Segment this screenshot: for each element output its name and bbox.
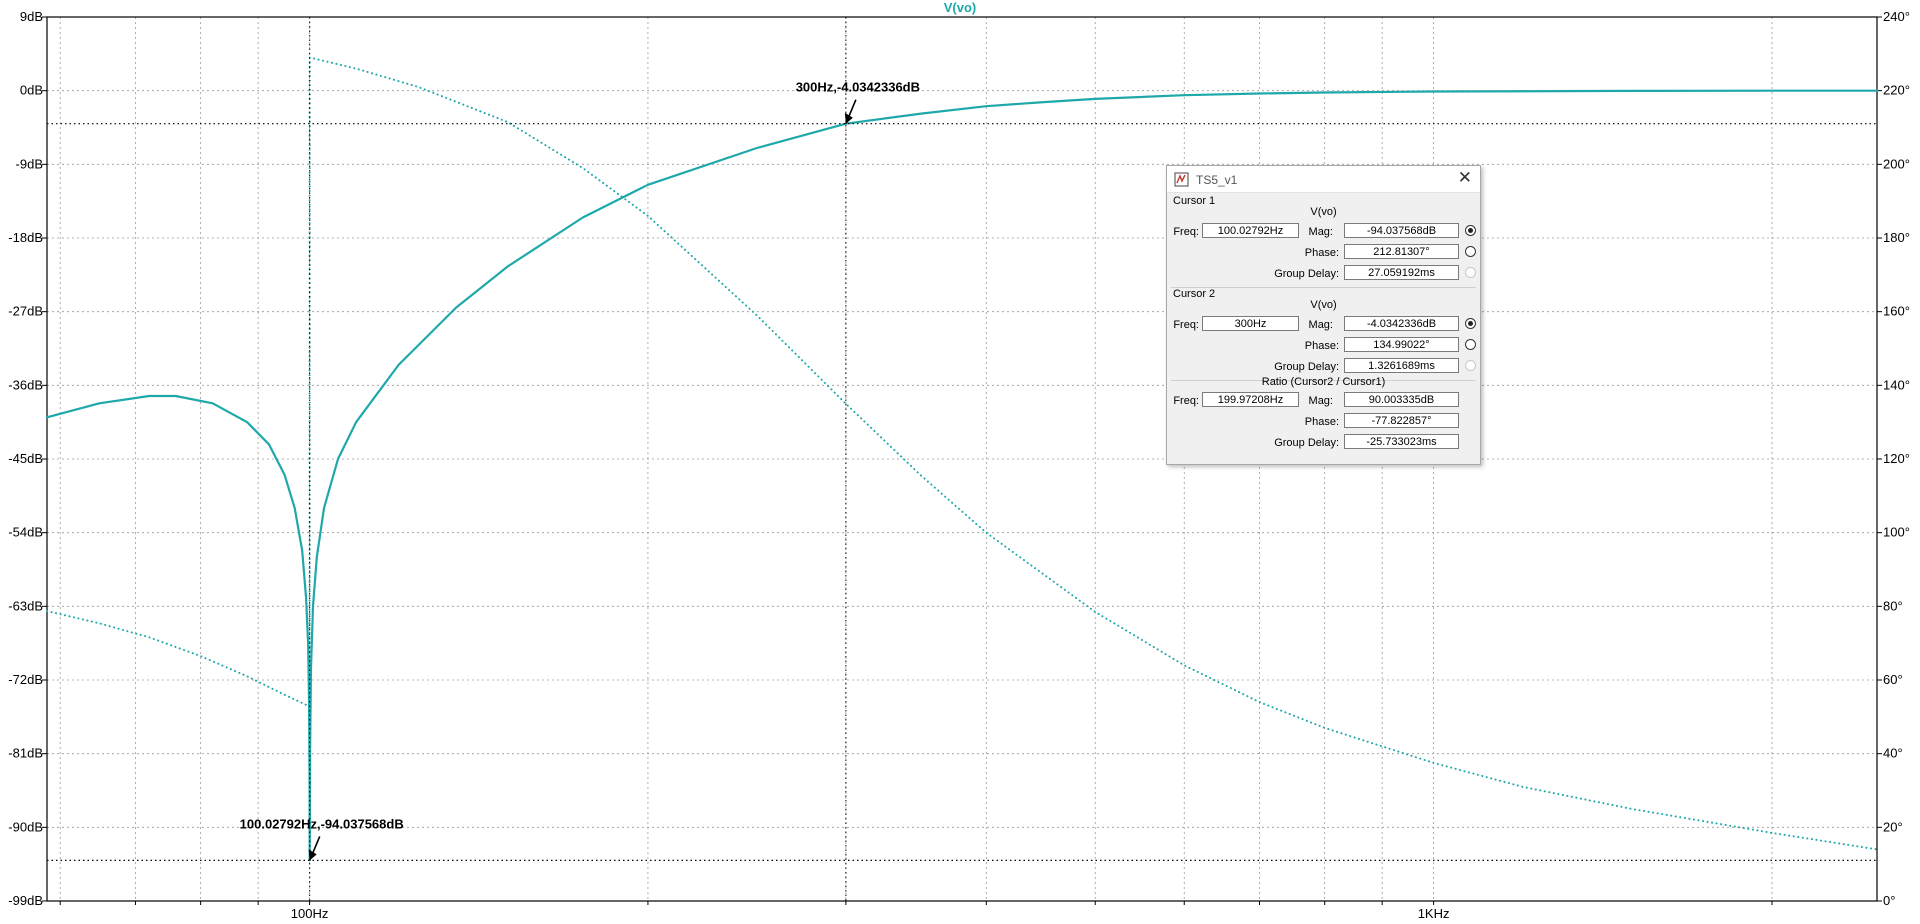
- y-left-tick-label: 0dB: [20, 83, 43, 98]
- y-left-tick-label: -54dB: [8, 525, 43, 540]
- y-right-tick-label: 100°: [1883, 525, 1910, 540]
- magnitude-trace: [45, 89, 1879, 862]
- y-left-tick-label: -63dB: [8, 598, 43, 613]
- cursor2-phase-field[interactable]: 134.99022°: [1344, 337, 1459, 352]
- y-left-tick-label: -9dB: [16, 156, 43, 171]
- section-divider: [1171, 287, 1476, 288]
- ratio-freq-field[interactable]: 199.97208Hz: [1202, 392, 1299, 407]
- cursor2-gd-field[interactable]: 1.3261689ms: [1344, 358, 1459, 373]
- close-icon[interactable]: ✕: [1457, 168, 1472, 187]
- cursor-arrowhead: [844, 112, 853, 124]
- y-left-tick-label: -27dB: [8, 304, 43, 319]
- y-right-tick-label: 200°: [1883, 156, 1910, 171]
- cursor1-freq-field[interactable]: 100.02792Hz: [1202, 223, 1299, 238]
- y-left-tick-label: -81dB: [8, 746, 43, 761]
- ratio-mag-label: Mag:: [1308, 395, 1333, 407]
- cursor1-mag-radio[interactable]: [1465, 225, 1476, 236]
- y-right-tick-label: 20°: [1883, 819, 1903, 834]
- window-title: TS5_v1: [1196, 173, 1238, 187]
- ltspice-app-icon: [1174, 172, 1189, 187]
- cursor-arrowhead: [308, 849, 317, 861]
- window-titlebar[interactable]: TS5_v1 ✕: [1167, 166, 1480, 193]
- cursor1-mag-label: Mag:: [1308, 226, 1333, 238]
- y-right-tick-label: 240°: [1883, 9, 1910, 24]
- cursor1-group-label: Cursor 1: [1173, 195, 1216, 207]
- x-tick-label: 100Hz: [291, 906, 329, 921]
- y-left-tick-label: -90dB: [8, 819, 43, 834]
- cursor2-group-label: Cursor 2: [1173, 288, 1216, 300]
- cursor1-gd-label: Group Delay:: [1274, 268, 1339, 280]
- cursor-readout-window[interactable]: TS5_v1 ✕ Cursor 1 V(vo) Freq: 100.02792H…: [1166, 165, 1481, 465]
- axis-ticks: 9dB 0dB -9dB -18dB -27dB -36dB -45dB -54dB -63dB…: [8, 9, 1910, 921]
- series-layer: [45, 56, 1879, 862]
- cursor1-readout-label: 100.02792Hz,-94.037568dB: [240, 816, 404, 831]
- cursor1-trace-name: V(vo): [1310, 206, 1337, 218]
- y-left-tick-label: -36dB: [8, 377, 43, 392]
- y-left-tick-label: -45dB: [8, 451, 43, 466]
- ratio-freq-label: Freq:: [1173, 395, 1199, 407]
- cursor-layer[interactable]: 100.02792Hz,-94.037568dB 300Hz,-4.0342336…: [47, 17, 1877, 901]
- cursor2-gd-radio[interactable]: [1465, 360, 1476, 371]
- cursor1-mag-field[interactable]: -94.037568dB: [1344, 223, 1459, 238]
- cursor2-readout-label: 300Hz,-4.0342336dB: [796, 80, 920, 95]
- cursor1-freq-label: Freq:: [1173, 226, 1199, 238]
- ratio-phase-field[interactable]: -77.822857°: [1344, 413, 1459, 428]
- cursor1-phase-radio[interactable]: [1465, 246, 1476, 257]
- ratio-phase-label: Phase:: [1304, 416, 1339, 428]
- y-right-tick-label: 40°: [1883, 746, 1903, 761]
- cursor1-gd-field[interactable]: 27.059192ms: [1344, 265, 1459, 280]
- cursor2-gd-label: Group Delay:: [1274, 361, 1339, 373]
- ratio-mag-field[interactable]: 90.003335dB: [1344, 392, 1459, 407]
- x-tick-label: 1KHz: [1418, 906, 1450, 921]
- y-left-tick-label: -99dB: [8, 893, 43, 908]
- ratio-gd-label: Group Delay:: [1274, 437, 1339, 449]
- y-right-tick-label: 160°: [1883, 304, 1910, 319]
- cursor2-phase-label: Phase:: [1304, 340, 1339, 352]
- ratio-gd-field[interactable]: -25.733023ms: [1344, 434, 1459, 449]
- y-right-tick-label: 120°: [1883, 451, 1910, 466]
- cursor1-phase-field[interactable]: 212.81307°: [1344, 244, 1459, 259]
- y-left-tick-label: -72dB: [8, 672, 43, 687]
- y-right-tick-label: 60°: [1883, 672, 1903, 687]
- section-divider: [1171, 380, 1476, 381]
- cursor2-mag-label: Mag:: [1308, 319, 1333, 331]
- y-left-tick-label: -18dB: [8, 230, 43, 245]
- y-right-tick-label: 80°: [1883, 598, 1903, 613]
- cursor1-gd-radio[interactable]: [1465, 267, 1476, 278]
- plot-grid: [47, 17, 1877, 901]
- y-right-tick-label: 0°: [1883, 893, 1895, 908]
- cursor2-freq-label: Freq:: [1173, 319, 1199, 331]
- cursor2-mag-radio[interactable]: [1465, 318, 1476, 329]
- cursor2-phase-radio[interactable]: [1465, 339, 1476, 350]
- y-right-tick-label: 220°: [1883, 83, 1910, 98]
- cursor2-freq-field[interactable]: 300Hz: [1202, 316, 1299, 331]
- y-right-tick-label: 180°: [1883, 230, 1910, 245]
- ratio-group-label: Ratio (Cursor2 / Cursor1): [1261, 376, 1386, 388]
- cursor2-trace-name: V(vo): [1310, 299, 1337, 311]
- y-left-tick-label: 9dB: [20, 9, 43, 24]
- phase-trace: [46, 56, 1878, 851]
- cursor2-mag-field[interactable]: -4.0342336dB: [1344, 316, 1459, 331]
- cursor1-phase-label: Phase:: [1304, 247, 1339, 259]
- y-right-tick-label: 140°: [1883, 377, 1910, 392]
- trace-title[interactable]: V(vo): [944, 0, 977, 15]
